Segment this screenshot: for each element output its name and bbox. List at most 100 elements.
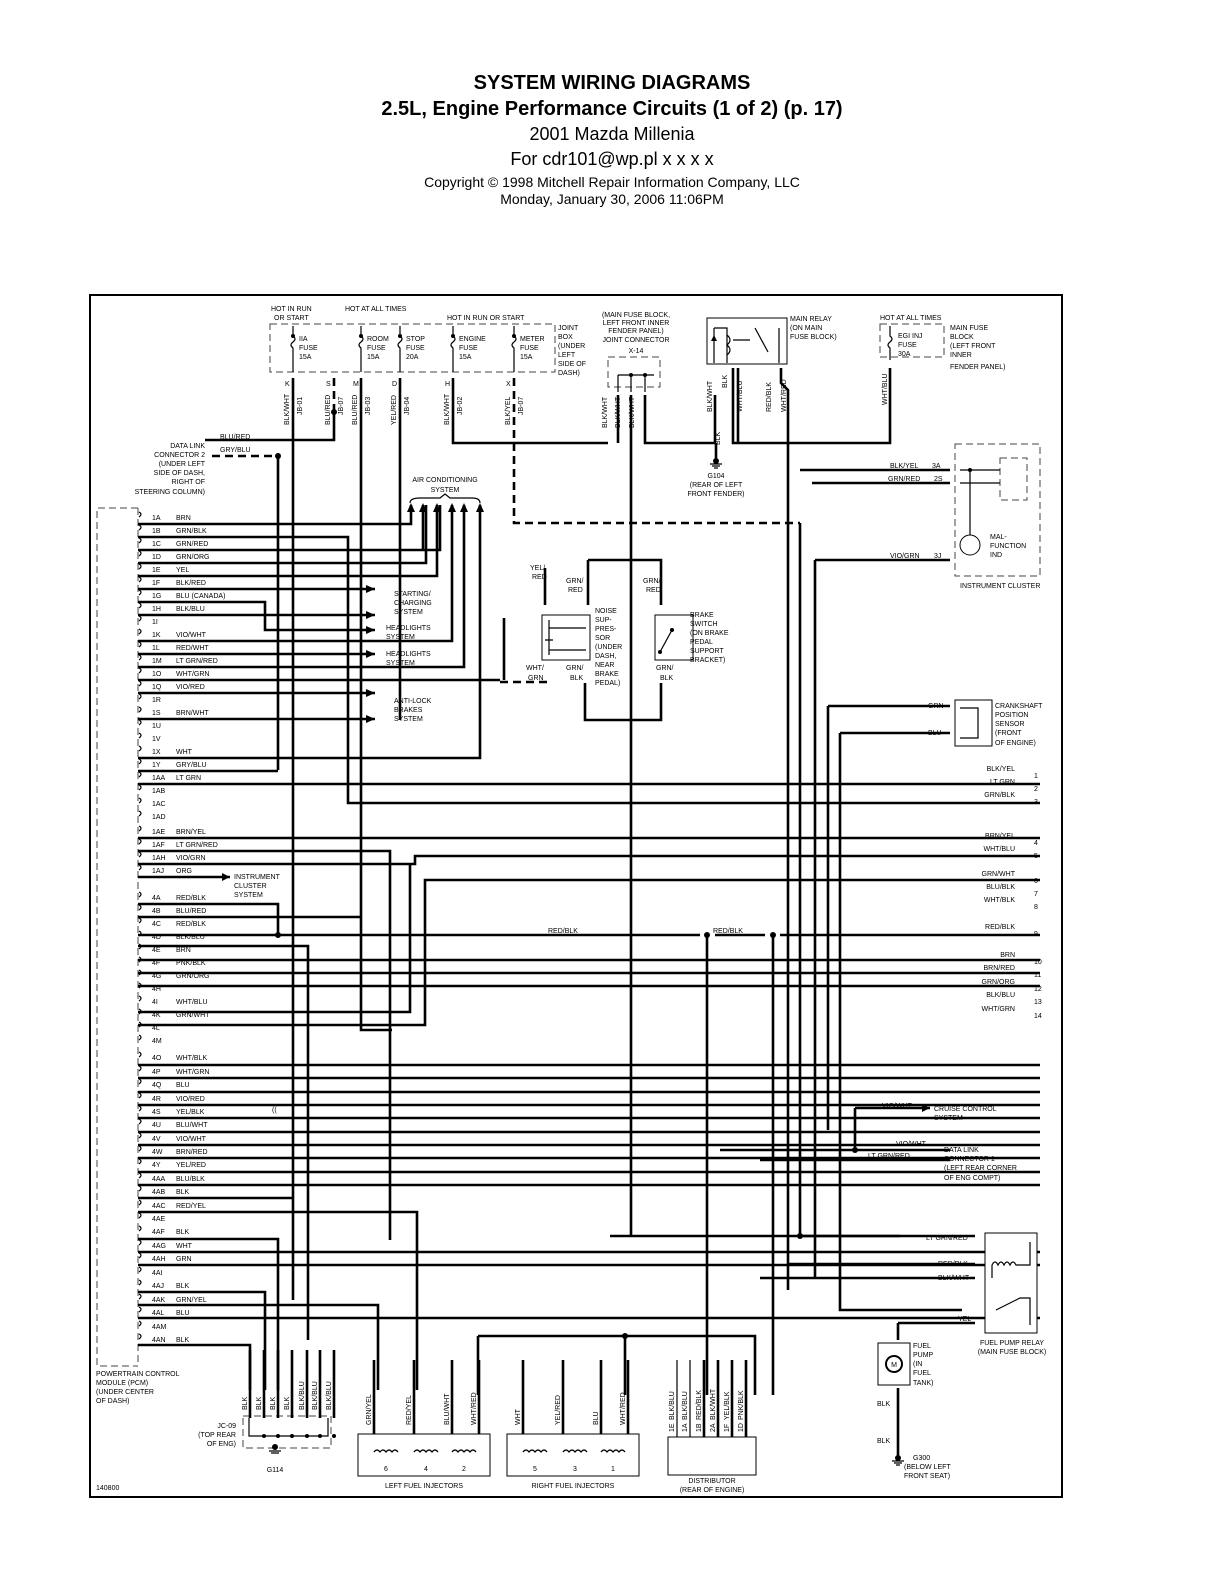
dlc1-label: OF ENG COMPT) <box>944 1175 1000 1182</box>
pin-bracket <box>138 1092 142 1099</box>
instrument-cluster: INSTRUMENT CLUSTER MAL- FUNCTION IND BLK… <box>888 443 1041 590</box>
sys-label: ANTI-LOCK <box>394 698 432 705</box>
copyright: Copyright © 1998 Mitchell Repair Informa… <box>424 174 800 190</box>
ref-number: 4 <box>1034 840 1038 847</box>
fuse-pin: K <box>285 381 290 388</box>
pcm-label: POWERTRAIN CONTROL <box>96 1371 180 1378</box>
wire-label: BLU/WHT <box>444 1393 451 1425</box>
ns-label: NOISE <box>595 608 617 615</box>
pcm-pin: 4AB <box>152 1189 166 1196</box>
pin-bracket <box>138 667 142 674</box>
pin-bracket <box>138 810 142 817</box>
pcm-pin: 4AH <box>152 1256 166 1263</box>
wire-label: VIO/WHT <box>882 1103 913 1110</box>
pcm-wire-color: VIO/GRN <box>176 855 206 862</box>
ns-label: BRAKE <box>595 671 619 678</box>
fuse-terminal <box>451 334 455 338</box>
sys-label: CRUISE CONTROL <box>934 1106 997 1113</box>
data-link-connector-2: DATA LINK CONNECTOR 2 (UNDER LEFT SIDE O… <box>135 434 281 770</box>
pcm-pin: 1AH <box>152 855 166 862</box>
pcm-wire-color: RED/BLK <box>176 921 206 928</box>
pcm-pin: 4M <box>152 1038 162 1045</box>
wire-label: WHT/ <box>526 665 544 672</box>
wire-label: RED/YEL <box>406 1395 413 1425</box>
fuse-symbol <box>511 326 517 372</box>
crankshaft-sensor: GRN BLU CRANKSHAFT POSITION SENSOR (FRON… <box>928 699 1043 747</box>
ref-number: 1 <box>1034 773 1038 780</box>
main-relay-label: (ON MAIN <box>790 325 822 332</box>
pcm-pin: 1V <box>152 736 161 743</box>
joint-box-label: DASH) <box>558 370 580 377</box>
g114-id: G114 <box>267 1467 284 1474</box>
sys-label: SYSTEM <box>386 660 415 667</box>
pcm-wire-color: BLU/RED <box>176 908 206 915</box>
wire-label: VIO/WHT <box>896 1141 927 1148</box>
bs-label: BRAKE <box>690 612 714 619</box>
ref-wire: LT GRN <box>990 779 1015 786</box>
fpr-label: (MAIN FUSE BLOCK) <box>978 1349 1046 1356</box>
wire-label: YEL/RED <box>391 395 398 425</box>
g300-id: G300 <box>913 1455 930 1462</box>
pcm-pin: 4F <box>152 960 160 967</box>
fuse-label: FUSE <box>459 345 478 352</box>
sys-label: HEADLIGHTS <box>386 651 431 658</box>
pcm-wire-color: BRN <box>176 515 191 522</box>
jc09-label: OF ENG) <box>207 1441 236 1448</box>
wire-label: BLK/BLU <box>312 1381 319 1410</box>
wire-label: BLK/BLU <box>299 1381 306 1410</box>
user-line: For cdr101@wp.pl x x x x <box>510 149 714 169</box>
ic-indicator: MAL- <box>990 534 1007 541</box>
pin-bracket <box>138 1225 142 1232</box>
pin-bracket <box>138 745 142 752</box>
fuel-pump-relay: LT GRN/RED RED/BLK BLK/WHT YEL FUEL PUMP… <box>896 1232 1046 1356</box>
print-date: Monday, January 30, 2006 11:06PM <box>500 191 724 207</box>
pcm-pin: 1G <box>152 593 161 600</box>
egi-block-label: MAIN FUSE <box>950 325 988 332</box>
ref-wire: GRN/ORG <box>982 979 1015 986</box>
wire-label: BLK/WHT <box>284 393 291 425</box>
splice-mark: (( <box>272 1107 277 1114</box>
pin-bracket <box>138 1065 142 1072</box>
fuse-symbol <box>290 326 296 372</box>
pcm-pin: 4S <box>152 1109 161 1116</box>
fuse-symbol <box>397 326 403 372</box>
joint-box-label: BOX <box>558 334 573 341</box>
wire-label: PNK/BLK <box>738 1390 745 1420</box>
egi-fuse-rating: 30A <box>898 351 911 358</box>
pin-bracket <box>138 771 142 778</box>
pcm-pin: 4AG <box>152 1243 166 1250</box>
pin-bracket <box>138 615 142 622</box>
pcm-pin: 4G <box>152 973 161 980</box>
sys-label: BRAKES <box>394 707 423 714</box>
pcm-pin: 1S <box>152 710 161 717</box>
pcm-wire-color: LT GRN <box>176 775 201 782</box>
pcm-pin: 1F <box>152 580 160 587</box>
pin-bracket <box>138 1145 142 1152</box>
fuse-terminal <box>359 334 363 338</box>
ckp-label: (FRONT <box>995 730 1022 737</box>
pcm-wire-color: RED/WHT <box>176 645 209 652</box>
wire-label: GRN/RED <box>888 476 920 483</box>
pcm-wire-color: BLU <box>176 1310 190 1317</box>
dist-pin: 2A <box>710 1423 717 1432</box>
sys-label: CHARGING <box>394 600 432 607</box>
injector-number: 3 <box>573 1466 577 1473</box>
fuse-rating: 15A <box>367 354 380 361</box>
pin-bracket <box>138 1306 142 1313</box>
wire-label: RED/BLK <box>696 1390 703 1420</box>
injector-number: 1 <box>611 1466 615 1473</box>
sys-label: INSTRUMENT <box>234 874 281 881</box>
ref-wire: BRN/RED <box>983 965 1015 972</box>
bs-label: PEDAL <box>690 639 713 646</box>
fuse-label: FUSE <box>367 345 386 352</box>
pin-bracket <box>138 1105 142 1112</box>
pin-bracket <box>138 589 142 596</box>
connector-label: JB-04 <box>404 397 411 415</box>
pcm-pin: 4B <box>152 908 161 915</box>
pcm-pin: 1H <box>152 606 161 613</box>
egi-block-label: FENDER PANEL) <box>950 364 1006 371</box>
distributor: DISTRIBUTOR (REAR OF ENGINE) BLK/BLU1EBL… <box>667 1360 757 1494</box>
pcm-pin: 4AI <box>152 1270 163 1277</box>
pin-bracket <box>138 524 142 531</box>
